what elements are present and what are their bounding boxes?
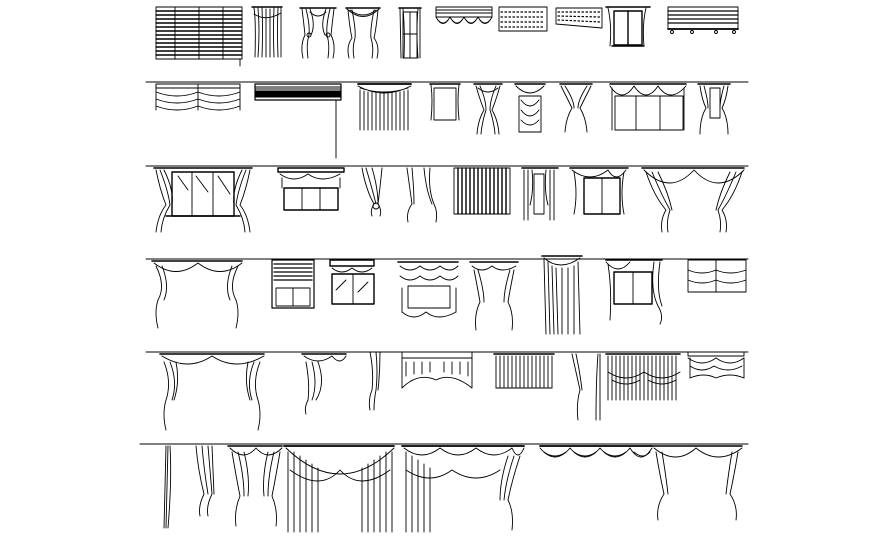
window-with-blinds bbox=[271, 259, 315, 309]
curtain-panel-pair bbox=[251, 6, 283, 58]
scalloped-valance bbox=[435, 6, 493, 24]
roman-blind bbox=[687, 259, 747, 293]
single-drape bbox=[163, 445, 172, 529]
row-separators bbox=[139, 81, 749, 445]
theatre-drape bbox=[283, 445, 395, 533]
tieback-curtain-pair bbox=[469, 261, 519, 331]
sheer-curtain-pair bbox=[398, 7, 422, 59]
scalloped-valance bbox=[401, 351, 473, 389]
swag-curtain-pair bbox=[345, 7, 381, 59]
austrian-festoon-blind bbox=[687, 351, 745, 379]
balloon-curtain bbox=[397, 261, 459, 318]
tieback-curtain-pair bbox=[473, 83, 503, 135]
pleated-curtain-set bbox=[357, 83, 412, 131]
sheer-curtain-pair bbox=[541, 255, 583, 335]
swag-curtain-pair bbox=[151, 260, 243, 329]
tieback-curtain-pair bbox=[651, 445, 743, 521]
curtain-block-row-6 bbox=[163, 445, 743, 533]
tieback-curtain-pair bbox=[406, 167, 438, 223]
window-with-curtains bbox=[153, 167, 253, 233]
curtain-panel-pair bbox=[429, 83, 461, 121]
swag-curtain-pair bbox=[641, 167, 745, 233]
curtain-block-row-5 bbox=[159, 351, 745, 431]
tieback-curtain-pair bbox=[368, 351, 381, 411]
sheer-curtain-pair bbox=[521, 167, 559, 221]
triple-swag-window-treatment bbox=[609, 83, 687, 131]
tieback-curtain-pair bbox=[559, 83, 593, 133]
curtain-block-row-3 bbox=[153, 167, 745, 233]
tieback-curtain-pair bbox=[301, 353, 347, 415]
theatre-drape bbox=[401, 445, 525, 533]
roman-blind-over-window bbox=[277, 167, 345, 211]
curtain-block-row-4 bbox=[151, 255, 747, 335]
tieback-curtain-pair bbox=[299, 7, 337, 59]
swag-curtain-pair bbox=[514, 83, 546, 133]
dotted-blind-panel bbox=[555, 7, 603, 29]
swag-curtain-pair bbox=[159, 353, 265, 431]
window-with-curtains bbox=[605, 259, 663, 325]
festoon-swag-curtains bbox=[605, 353, 681, 401]
tieback-curtain-pair bbox=[697, 83, 731, 135]
venetian-blind bbox=[667, 6, 739, 34]
tieback-curtain-pair bbox=[571, 353, 601, 421]
pleated-curtain-set bbox=[493, 353, 555, 389]
curtain-block-row-1 bbox=[155, 6, 739, 67]
tieback-curtain-pair bbox=[195, 445, 215, 517]
roman-blind-over-window bbox=[329, 259, 375, 305]
tieback-curtain-pair bbox=[361, 167, 383, 217]
patterned-blind-panel bbox=[498, 6, 548, 32]
window-with-curtains bbox=[569, 167, 629, 215]
window-with-curtains bbox=[605, 6, 651, 47]
swag-curtain-pair bbox=[227, 445, 283, 527]
horizontal-blinds bbox=[254, 83, 342, 101]
scalloped-valance bbox=[539, 445, 653, 458]
horizontal-blinds bbox=[155, 6, 243, 67]
vertical-blinds bbox=[453, 167, 511, 215]
austrian-festoon-blind bbox=[155, 83, 241, 111]
curtain-block-row-2 bbox=[155, 83, 731, 135]
